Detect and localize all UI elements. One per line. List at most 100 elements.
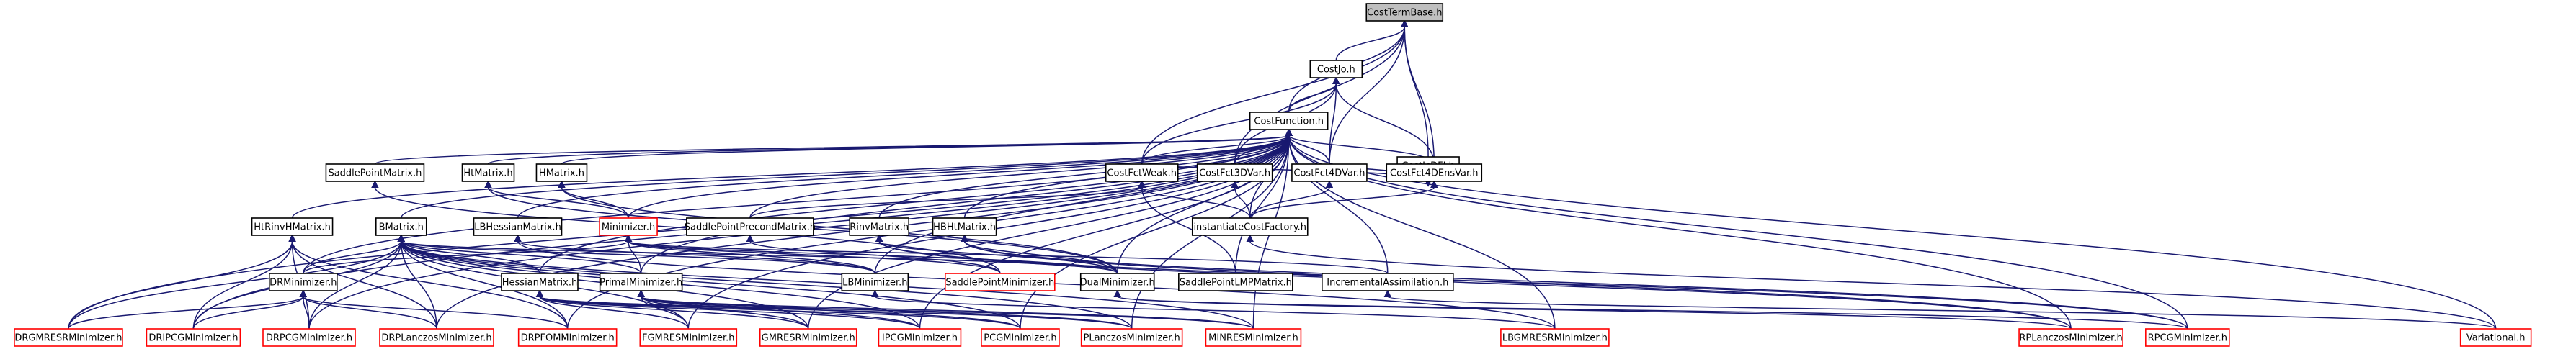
edge-BMatrix-DRMinimizer	[303, 234, 406, 274]
node-BMatrix[interactable]: BMatrix.h	[375, 217, 427, 236]
node-CostFctWeak[interactable]: CostFctWeak.h	[1105, 163, 1179, 182]
edge-instantiateCostFactory-Variational	[1246, 234, 2497, 330]
edge-HessianMatrix-GMRESRMinimizer	[535, 289, 809, 330]
node-box	[849, 217, 909, 236]
node-PrimalMinimizer[interactable]: PrimalMinimizer.h	[599, 273, 683, 291]
node-SaddlePointMatrix[interactable]: SaddlePointMatrix.h	[325, 163, 425, 182]
edge-PrimalMinimizer-PLanczosMinimizer	[637, 289, 1133, 330]
edge-HtMatrix-Minimizer	[484, 180, 629, 219]
node-Variational[interactable]: Variational.h	[2459, 328, 2532, 347]
edge-HBHtMatrix-RPCGMinimizer	[961, 234, 2188, 330]
node-DualMinimizer[interactable]: DualMinimizer.h	[1080, 273, 1155, 291]
edge-Minimizer-SaddlePointMinimizer	[624, 234, 1001, 274]
node-RPLanczosMinimizer[interactable]: RPLanczosMinimizer.h	[2018, 328, 2123, 347]
node-label: Variational.h	[2466, 333, 2526, 344]
edge-CostFunction-Minimizer	[628, 128, 1293, 219]
edge-PrimalMinimizer-FGMRESMinimizer	[637, 289, 690, 330]
node-SaddlePointPrecondMatrix[interactable]: SaddlePointPrecondMatrix.h	[685, 217, 816, 236]
node-box	[1309, 60, 1363, 78]
edge-CostFunction-PCGMinimizer	[1020, 128, 1293, 330]
edge-CostTermBase-CostFct4DEnsVar	[1401, 19, 1435, 165]
node-SaddlePointLMPMatrix[interactable]: SaddlePointLMPMatrix.h	[1178, 273, 1293, 291]
node-box	[1178, 273, 1293, 291]
edge-DRMinimizer-DRPFOMMinimizer	[299, 289, 569, 330]
node-DRPFOMMinimizer[interactable]: DRPFOMMinimizer.h	[517, 328, 618, 347]
node-DRIPCGMinimizer[interactable]: DRIPCGMinimizer.h	[146, 328, 241, 347]
node-IPCGMinimizer[interactable]: IPCGMinimizer.h	[878, 328, 962, 347]
node-DRPLanczosMinimizer[interactable]: DRPLanczosMinimizer.h	[379, 328, 494, 347]
node-label: DRMinimizer.h	[269, 278, 337, 289]
node-FGMRESMinimizer[interactable]: FGMRESMinimizer.h	[639, 328, 738, 347]
edge-CostJo-CostFunction	[1288, 76, 1340, 113]
node-box	[535, 163, 588, 182]
node-box	[639, 328, 738, 347]
node-CostFct3DVar[interactable]: CostFct3DVar.h	[1196, 163, 1273, 182]
node-RPCGMinimizer[interactable]: RPCGMinimizer.h	[2145, 328, 2230, 347]
node-label: LBHessianMatrix.h	[474, 222, 561, 233]
node-label: CostTermBase.h	[1367, 8, 1442, 19]
edge-CostFctWeak-instantiateCostFactory	[1138, 180, 1251, 219]
node-label: MINRESMinimizer.h	[1208, 333, 1298, 344]
node-CostTermBase[interactable]: CostTermBase.h	[1365, 3, 1444, 22]
edge-CostFct3DVar-instantiateCostFactory	[1231, 180, 1251, 219]
edge-CostFunction-RinvMatrix	[878, 128, 1293, 219]
edge-HMatrix-DualMinimizer	[558, 180, 1118, 274]
edge-PrimalMinimizer-GMRESRMinimizer	[637, 289, 809, 330]
node-Minimizer[interactable]: Minimizer.h	[599, 217, 658, 236]
node-IncrementalAssimilation[interactable]: IncrementalAssimilation.h	[1322, 273, 1454, 291]
node-CostFct4DVar[interactable]: CostFct4DVar.h	[1291, 163, 1368, 182]
edge-BMatrix-DRPFOMMinimizer	[397, 234, 569, 330]
edge-CostTermBase-CostFctWeak	[1141, 19, 1409, 165]
node-LBGMRESRMinimizer[interactable]: LBGMRESRMinimizer.h	[1500, 328, 1610, 347]
node-DRPCGMinimizer[interactable]: DRPCGMinimizer.h	[262, 328, 356, 347]
node-box	[146, 328, 241, 347]
node-RinvMatrix[interactable]: RinvMatrix.h	[849, 217, 909, 236]
node-HtRinvHMatrix[interactable]: HtRinvHMatrix.h	[251, 217, 334, 236]
node-box	[2018, 328, 2123, 347]
edge-RinvMatrix-RPLanczosMinimizer	[875, 234, 2072, 330]
node-CostJo[interactable]: CostJo.h	[1309, 60, 1363, 78]
edge-HMatrix-Minimizer	[558, 180, 629, 219]
node-label: BMatrix.h	[379, 222, 424, 233]
node-LBMinimizer[interactable]: LBMinimizer.h	[841, 273, 909, 291]
node-label: PLanczosMinimizer.h	[1084, 333, 1180, 344]
node-GMRESRMinimizer[interactable]: GMRESRMinimizer.h	[759, 328, 857, 347]
node-label: HtMatrix.h	[463, 168, 512, 179]
node-HessianMatrix[interactable]: HessianMatrix.h	[501, 273, 579, 291]
node-HMatrix[interactable]: HMatrix.h	[535, 163, 588, 182]
edge-BMatrix-DRGMRESRMinimizer	[68, 234, 406, 330]
node-LBHessianMatrix[interactable]: LBHessianMatrix.h	[473, 217, 563, 236]
node-label: HtRinvHMatrix.h	[254, 222, 331, 233]
node-CostFunction[interactable]: CostFunction.h	[1249, 112, 1329, 130]
node-label: CostJo.h	[1317, 65, 1355, 76]
node-box	[1386, 163, 1483, 182]
edge-DRMinimizer-DRIPCGMinimizer	[192, 289, 308, 330]
edge-DualMinimizer-RPCGMinimizer	[1113, 289, 2188, 330]
node-PLanczosMinimizer[interactable]: PLanczosMinimizer.h	[1080, 328, 1183, 347]
node-label: HessianMatrix.h	[502, 278, 577, 289]
edge-Minimizer-LBMinimizer	[624, 234, 876, 274]
edge-CostTermBase-CostFct4DVar	[1329, 19, 1409, 165]
node-SaddlePointMinimizer[interactable]: SaddlePointMinimizer.h	[945, 273, 1056, 291]
node-instantiateCostFactory[interactable]: instantiateCostFactory.h	[1191, 217, 1309, 236]
node-box	[461, 163, 515, 182]
node-box	[517, 328, 618, 347]
edge-CostJo-CostFct4DVar	[1329, 76, 1340, 165]
edge-HtRinvHMatrix-DRIPCGMinimizer	[192, 234, 296, 330]
node-HBHtMatrix[interactable]: HBHtMatrix.h	[932, 217, 997, 236]
node-label: SaddlePointLMPMatrix.h	[1180, 278, 1292, 289]
edge-PrimalMinimizer-PCGMinimizer	[637, 289, 1021, 330]
node-box	[379, 328, 494, 347]
node-box	[2145, 328, 2230, 347]
node-DRGMRESRMinimizer[interactable]: DRGMRESRMinimizer.h	[14, 328, 123, 347]
node-CostFct4DEnsVar[interactable]: CostFct4DEnsVar.h	[1386, 163, 1483, 182]
edge-HtRinvHMatrix-DRPFOMMinimizer	[288, 234, 569, 330]
node-MINRESMinimizer[interactable]: MINRESMinimizer.h	[1205, 328, 1302, 347]
node-HtMatrix[interactable]: HtMatrix.h	[461, 163, 515, 182]
edge-HessianMatrix-FGMRESMinimizer	[535, 289, 690, 330]
node-PCGMinimizer[interactable]: PCGMinimizer.h	[981, 328, 1060, 347]
edge-CostFunction-HtRinvHMatrix	[291, 128, 1293, 219]
node-box	[599, 217, 658, 236]
node-DRMinimizer[interactable]: DRMinimizer.h	[268, 273, 338, 291]
